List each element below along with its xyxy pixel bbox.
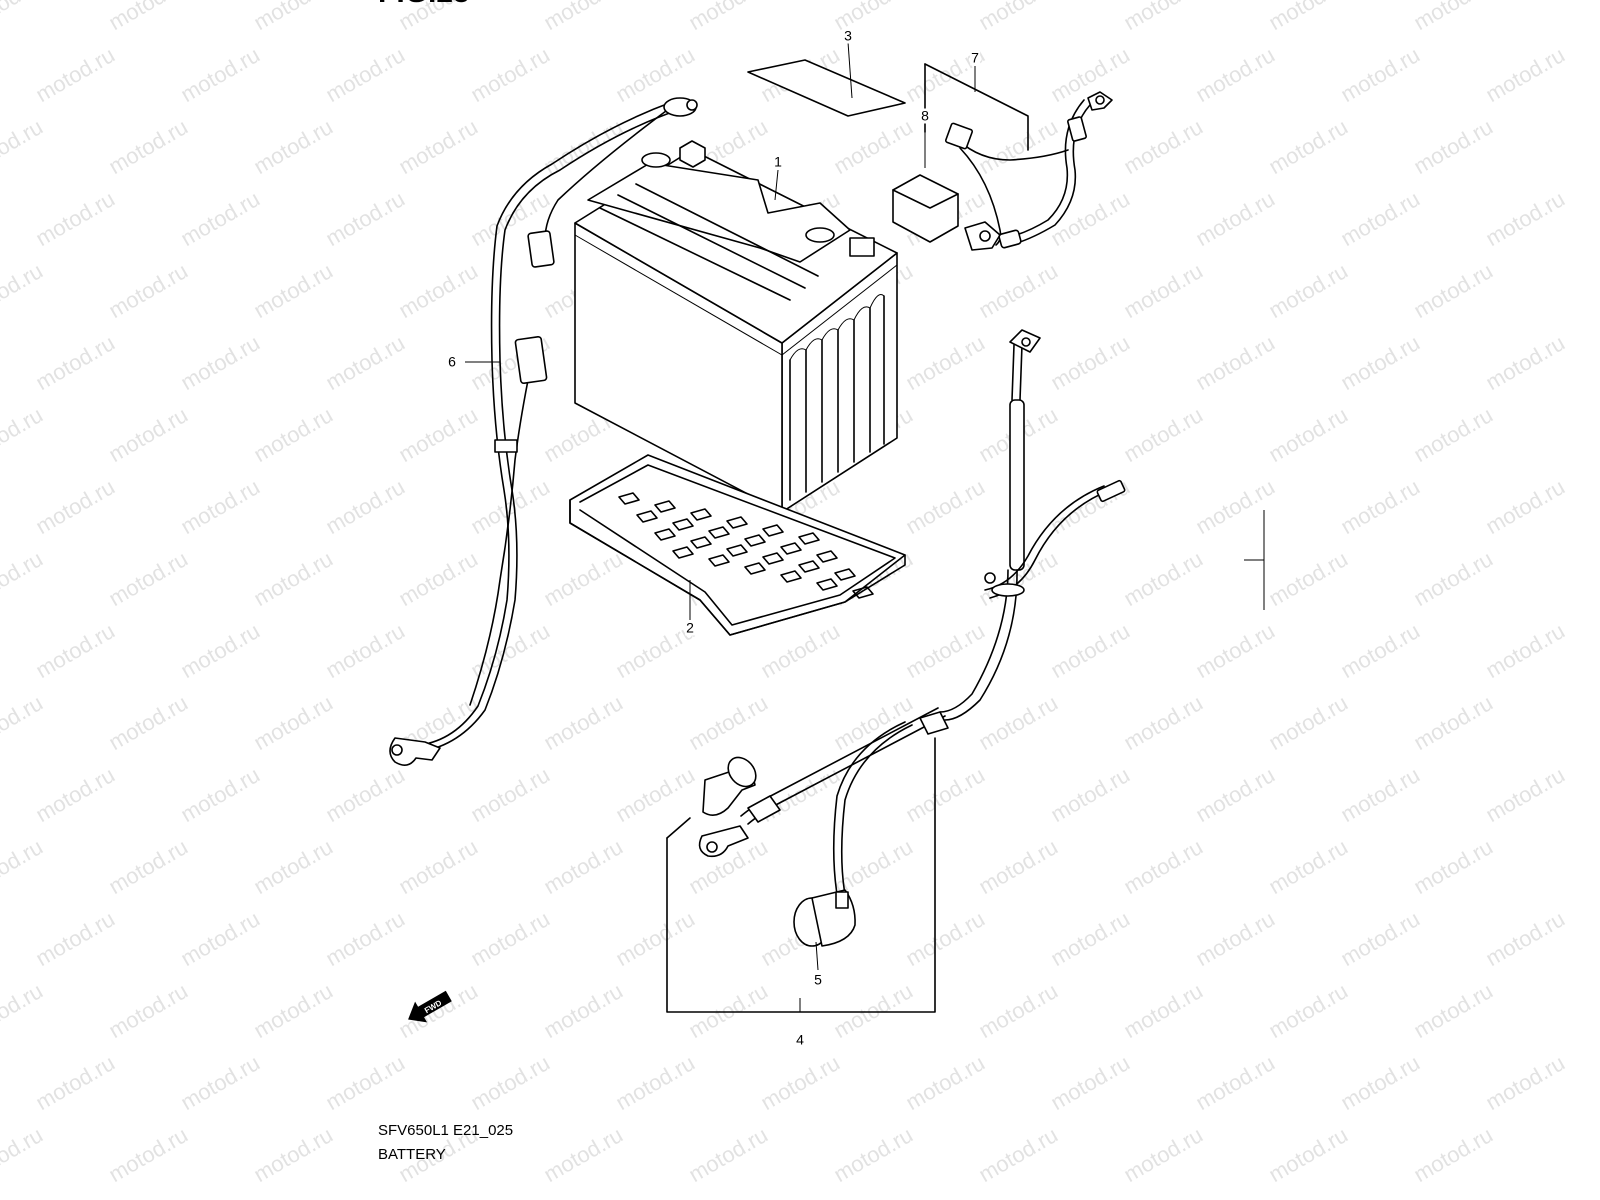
terminal-cap bbox=[793, 889, 856, 947]
tray-hole bbox=[618, 492, 640, 505]
tray-hole bbox=[654, 500, 676, 513]
callout-1: 1 bbox=[773, 153, 783, 170]
figure-name: BATTERY bbox=[378, 1146, 446, 1163]
tray-hole bbox=[726, 544, 748, 557]
tray-hole bbox=[690, 508, 712, 521]
tray-hole bbox=[780, 570, 802, 583]
callout-5: 5 bbox=[813, 971, 823, 988]
tray-hole bbox=[816, 550, 838, 563]
tray-hole bbox=[708, 554, 730, 567]
positive-terminal-cover bbox=[892, 174, 959, 243]
callout-8: 8 bbox=[920, 107, 930, 124]
callout-4: 4 bbox=[795, 1031, 805, 1048]
battery bbox=[574, 140, 898, 513]
tray-hole bbox=[762, 524, 784, 537]
tray-hole bbox=[798, 560, 820, 573]
tray-hole bbox=[654, 528, 676, 541]
margin-mark bbox=[1244, 510, 1265, 610]
callout-6: 6 bbox=[447, 353, 457, 370]
fwd-arrow-icon: FWD bbox=[408, 990, 452, 1023]
callout-7: 7 bbox=[970, 49, 980, 66]
tray-hole bbox=[636, 510, 658, 523]
callout-3: 3 bbox=[843, 27, 853, 44]
battery-tray bbox=[569, 454, 906, 636]
tray-hole bbox=[834, 568, 856, 581]
tray-hole bbox=[672, 518, 694, 531]
tray-hole bbox=[762, 552, 784, 565]
starter-cable-assembly bbox=[666, 329, 1126, 1013]
tray-hole bbox=[672, 546, 694, 559]
positive-lead-assembly bbox=[924, 63, 1113, 251]
figure-code: SFV650L1 E21_025 bbox=[378, 1122, 514, 1139]
tray-hole bbox=[708, 526, 730, 539]
tray-hole bbox=[780, 542, 802, 555]
tray-hole bbox=[852, 586, 874, 599]
tray-hole bbox=[816, 578, 838, 591]
battery-cover-sheet bbox=[747, 59, 906, 117]
callout-leaders bbox=[465, 41, 976, 1012]
negative-lead-harness bbox=[389, 97, 698, 766]
tray-hole bbox=[744, 562, 766, 575]
tray-hole bbox=[690, 536, 712, 549]
tray-hole bbox=[726, 516, 748, 529]
tray-hole bbox=[744, 534, 766, 547]
figure-title: FIG.25 bbox=[378, 0, 470, 8]
tray-hole bbox=[798, 532, 820, 545]
callout-2: 2 bbox=[685, 619, 695, 636]
